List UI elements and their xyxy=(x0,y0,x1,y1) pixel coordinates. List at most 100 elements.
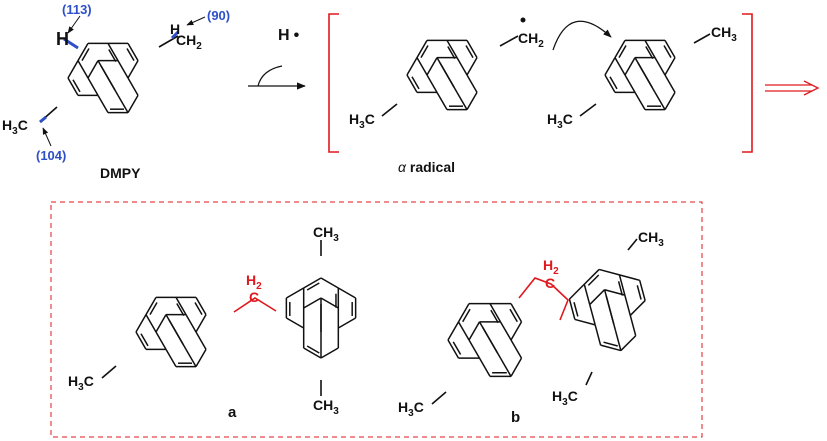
double-bond-line xyxy=(81,48,90,62)
bond-label-104: (104) xyxy=(36,148,66,163)
bond-line xyxy=(426,57,438,76)
bond-line xyxy=(638,280,646,301)
double-bond-line xyxy=(149,302,158,316)
product-b-bridge-c: C xyxy=(545,275,555,291)
bond-line xyxy=(175,296,187,316)
bond-line xyxy=(619,274,640,282)
bond-line xyxy=(446,39,458,59)
double-bond-line xyxy=(637,62,653,88)
double-bond-line xyxy=(462,308,471,323)
double-bond-line xyxy=(439,62,455,88)
bond-line xyxy=(416,57,428,76)
bond-line xyxy=(456,57,468,76)
bond-line xyxy=(303,277,322,289)
bond-line xyxy=(478,357,491,377)
bond-line xyxy=(568,298,576,320)
bond-line xyxy=(614,330,622,351)
bond-line xyxy=(466,91,478,111)
product-b: H2 C CH3 H3C H3C b xyxy=(398,229,664,426)
product-a-h3c-bond xyxy=(101,365,117,379)
alpha-radical-molecule: CH2 H3C α radical xyxy=(349,17,544,175)
second-pyrene-skeleton xyxy=(604,39,676,111)
double-bond-line xyxy=(100,65,116,91)
radical-attack-arrow xyxy=(552,20,612,51)
bond-line xyxy=(155,314,167,333)
bond-line xyxy=(320,297,339,309)
pointer-arrow-90 xyxy=(186,16,206,26)
bond-line xyxy=(135,331,147,350)
bond-line xyxy=(457,321,470,341)
bond-label-113: (113) xyxy=(62,2,92,17)
double-bond-line xyxy=(140,333,149,347)
bond-line xyxy=(600,344,622,352)
product-b-five-ring xyxy=(518,277,569,321)
bond-line xyxy=(589,289,606,306)
bond-line xyxy=(664,91,676,111)
bond-line xyxy=(466,57,478,76)
radical-h3c-label: H3C xyxy=(349,111,375,131)
reagent-h-radical: H• xyxy=(278,27,300,44)
double-bond-line xyxy=(609,76,618,90)
left-bracket xyxy=(328,13,339,153)
double-bond-line xyxy=(645,46,654,59)
dmpy-second-molecule: CH3 H3C xyxy=(547,24,737,131)
bond-line xyxy=(155,331,167,350)
double-bond-line xyxy=(603,341,618,347)
double-bond-line xyxy=(636,285,642,300)
second-ch3-bond-bottom xyxy=(579,103,597,117)
bond-line xyxy=(604,74,616,93)
bond-line xyxy=(466,74,478,93)
bond-line xyxy=(67,77,79,96)
bond-line xyxy=(499,357,512,377)
bond-line xyxy=(583,284,591,305)
bond-line xyxy=(127,94,139,114)
bond-line xyxy=(604,57,616,76)
bond-line xyxy=(614,57,626,76)
double-bond-line xyxy=(306,345,320,354)
bond-line xyxy=(614,39,626,59)
bond-line xyxy=(195,296,207,316)
bond-line xyxy=(195,348,207,368)
bond-line xyxy=(510,339,523,359)
product-a-pyrene-left xyxy=(135,296,207,368)
bond-line xyxy=(406,74,418,93)
pointer-arrow-104 xyxy=(42,127,52,147)
double-bond-line xyxy=(509,308,518,323)
bond-line xyxy=(664,39,676,59)
bond-label-90: (90) xyxy=(207,8,230,23)
radical-ch2-label: CH2 xyxy=(518,30,544,50)
double-bond-line xyxy=(447,46,456,59)
bond-line xyxy=(588,304,596,326)
bond-line xyxy=(337,317,357,329)
bond-line xyxy=(185,348,197,368)
dmpy-h-top: H xyxy=(170,21,180,37)
product-a-label: a xyxy=(228,404,237,421)
second-h3c-label: H3C xyxy=(547,111,573,131)
product-b-h3c-left: H3C xyxy=(398,399,424,419)
bond-line xyxy=(303,297,322,309)
radical-ch2-bond xyxy=(499,35,519,47)
dmpy-pyrene-skeleton xyxy=(67,42,139,114)
product-b-h3c-bond xyxy=(431,391,447,405)
bond-line xyxy=(489,303,502,323)
bond-line xyxy=(67,60,79,79)
bond-line xyxy=(320,347,339,359)
bond-line xyxy=(456,91,468,111)
bond-line xyxy=(320,277,339,289)
dmpy-ch-bond-104 xyxy=(39,115,47,124)
product-b-pyrene-left xyxy=(447,302,523,378)
bond-line xyxy=(510,321,523,341)
reaction-arrow-group: H• xyxy=(248,27,306,90)
bond-line xyxy=(127,42,139,62)
bond-line xyxy=(303,347,322,359)
bond-line xyxy=(436,91,448,111)
bond-line xyxy=(447,321,460,341)
bond-line xyxy=(145,314,157,333)
product-b-ch3-top: CH3 xyxy=(638,229,664,249)
bond-line xyxy=(426,74,438,93)
bond-line xyxy=(97,94,109,114)
product-a-ch2-bridge xyxy=(233,297,277,313)
bond-line xyxy=(77,60,89,79)
dmpy-h-atom: H xyxy=(56,29,69,49)
